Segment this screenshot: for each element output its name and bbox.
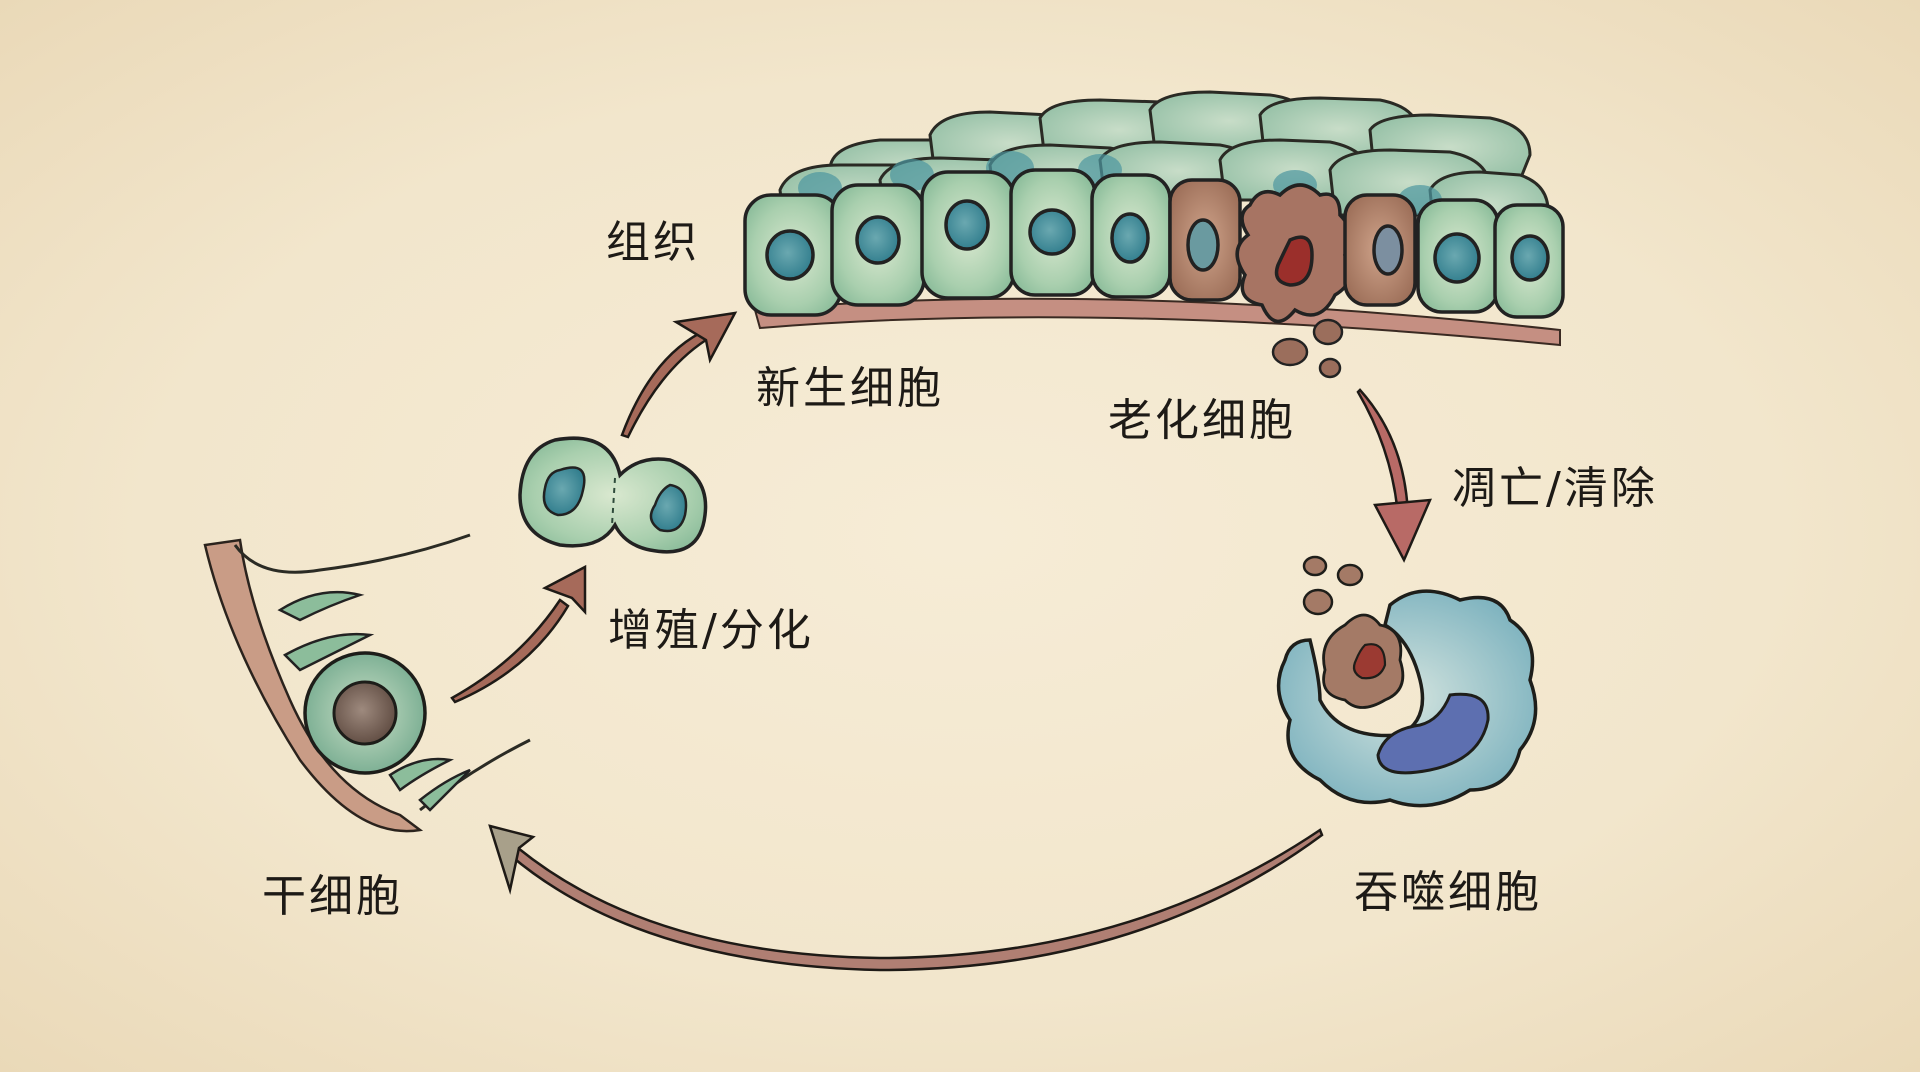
engulfed-cell xyxy=(1322,613,1405,709)
aged-cells xyxy=(1168,178,1565,323)
nucleus xyxy=(1028,208,1076,256)
nucleus xyxy=(765,229,815,281)
arrow-aged-to-phagocyte xyxy=(1356,388,1432,563)
stem-cell-nucleus xyxy=(332,680,398,746)
front-row-cells xyxy=(743,168,1172,317)
nucleus xyxy=(1510,234,1550,282)
tissue-cell xyxy=(1416,198,1500,314)
label-proliferation-differentiation: 增殖/分化 xyxy=(608,605,814,656)
arrows xyxy=(450,311,1432,972)
apoptotic-bodies xyxy=(1271,318,1344,379)
daughter-nucleus-right xyxy=(649,483,688,533)
nucleus xyxy=(1433,232,1481,284)
niche-tissue xyxy=(203,538,424,833)
niche-membrane-top xyxy=(233,533,471,574)
tissue-cell xyxy=(1009,168,1097,297)
debris xyxy=(1302,555,1364,616)
stem-cell-niche xyxy=(203,533,531,833)
tissue-cell xyxy=(830,183,926,307)
tissue-cell xyxy=(1493,203,1565,319)
stem-cell xyxy=(303,651,427,775)
daughter-nucleus-left xyxy=(542,466,586,517)
aging-cell-left xyxy=(1168,178,1242,302)
nucleus xyxy=(855,215,901,265)
tissue-cell xyxy=(743,193,843,317)
dividing-cell xyxy=(518,436,708,554)
nucleus xyxy=(944,199,990,251)
niche-fibers xyxy=(277,590,471,812)
tissue-cell xyxy=(920,170,1016,300)
label-tissue: 组织 xyxy=(606,217,700,268)
label-aged-cells: 老化细胞 xyxy=(1108,395,1296,446)
label-apoptosis-clearance: 凋亡/清除 xyxy=(1452,463,1658,514)
label-stem-cell: 干细胞 xyxy=(262,871,403,922)
arrow-proliferation-to-new-cells xyxy=(620,311,738,439)
apoptotic-cell xyxy=(1235,183,1354,323)
tissue-cell xyxy=(1090,173,1172,299)
phagocyte-nucleus xyxy=(1376,692,1490,775)
tissue xyxy=(743,90,1565,379)
nucleus xyxy=(1110,212,1150,264)
label-new-cells: 新生细胞 xyxy=(756,363,944,414)
arrow-stem-to-proliferation xyxy=(450,564,587,704)
arrow-phagocyte-to-stem xyxy=(488,824,1324,972)
phagocyte xyxy=(1276,555,1538,808)
aging-cell-right xyxy=(1343,193,1417,307)
label-phagocyte: 吞噬细胞 xyxy=(1354,867,1542,918)
basement-membrane xyxy=(753,297,1561,347)
